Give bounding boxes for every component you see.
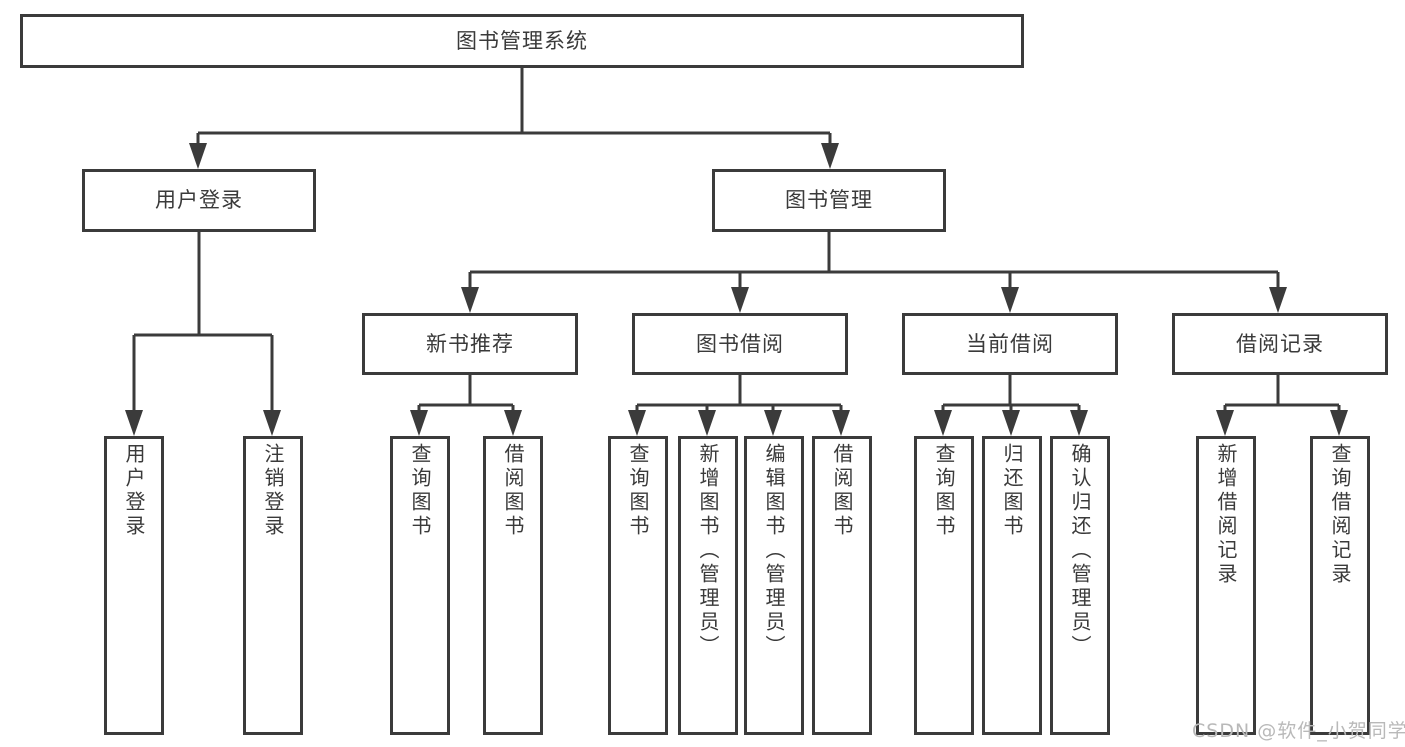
arrowhead-icon [628,410,646,436]
node-leaf-1[interactable]: 注销登录 [243,436,303,735]
node-leaf-6[interactable]: 编辑图书（管理员） [744,436,804,735]
arrowhead-icon [731,287,749,313]
node-leaf-11[interactable]: 新增借阅记录 [1196,436,1256,735]
node-label: 查询图书 [626,443,650,539]
node-label: 新书推荐 [426,331,514,356]
node-leaf-9[interactable]: 归还图书 [982,436,1042,735]
node-label: 新增图书（管理员） [696,443,720,659]
arrowhead-icon [461,287,479,313]
arrowhead-icon [821,143,839,169]
node-label: 新增借阅记录 [1214,443,1238,587]
node-leaf-4[interactable]: 查询图书 [608,436,668,735]
arrowhead-icon [1002,410,1020,436]
arrowhead-icon [263,410,281,436]
node-leaf-5[interactable]: 新增图书（管理员） [678,436,738,735]
node-label: 借阅图书 [830,443,854,539]
arrowhead-icon [410,410,428,436]
arrowhead-icon [1330,410,1348,436]
arrowhead-icon [698,410,716,436]
connector-lines [125,68,1348,436]
arrowhead-icon [832,410,850,436]
node-label: 用户登录 [155,188,243,213]
arrowhead-icon [189,143,207,169]
arrowhead-icon [504,410,522,436]
node-label: 查询借阅记录 [1328,443,1352,587]
node-label: 查询图书 [408,443,432,539]
node-leaf-2[interactable]: 查询图书 [390,436,450,735]
node-leaf-12[interactable]: 查询借阅记录 [1310,436,1370,735]
node-label: 查询图书 [932,443,956,539]
node-label: 归还图书 [1000,443,1024,539]
arrowhead-icon [125,410,143,436]
arrowhead-icon [764,410,782,436]
node-branch-3[interactable]: 图书借阅 [632,313,848,375]
node-label: 确认归还（管理员） [1068,443,1092,659]
arrowhead-icon [934,410,952,436]
arrowhead-icon [1216,410,1234,436]
arrowhead-icon [1001,287,1019,313]
node-label: 图书管理 [785,188,873,213]
node-branch-0[interactable]: 用户登录 [82,169,316,232]
node-root-system[interactable]: 图书管理系统 [20,14,1024,68]
node-label: 图书借阅 [696,331,784,356]
node-label: 借阅记录 [1236,331,1324,356]
node-leaf-8[interactable]: 查询图书 [914,436,974,735]
node-leaf-7[interactable]: 借阅图书 [812,436,872,735]
arrowhead-icon [1269,287,1287,313]
node-branch-4[interactable]: 当前借阅 [902,313,1118,375]
node-leaf-10[interactable]: 确认归还（管理员） [1050,436,1110,735]
node-label: 当前借阅 [966,331,1054,356]
node-branch-5[interactable]: 借阅记录 [1172,313,1388,375]
node-branch-2[interactable]: 新书推荐 [362,313,578,375]
node-label: 注销登录 [261,443,285,539]
node-label: 用户登录 [122,443,146,539]
node-label: 编辑图书（管理员） [762,443,786,659]
node-branch-1[interactable]: 图书管理 [712,169,946,232]
node-label: 借阅图书 [501,443,525,539]
arrowhead-icon [1070,410,1088,436]
node-leaf-3[interactable]: 借阅图书 [483,436,543,735]
node-label: 图书管理系统 [456,28,588,53]
node-leaf-0[interactable]: 用户登录 [104,436,164,735]
